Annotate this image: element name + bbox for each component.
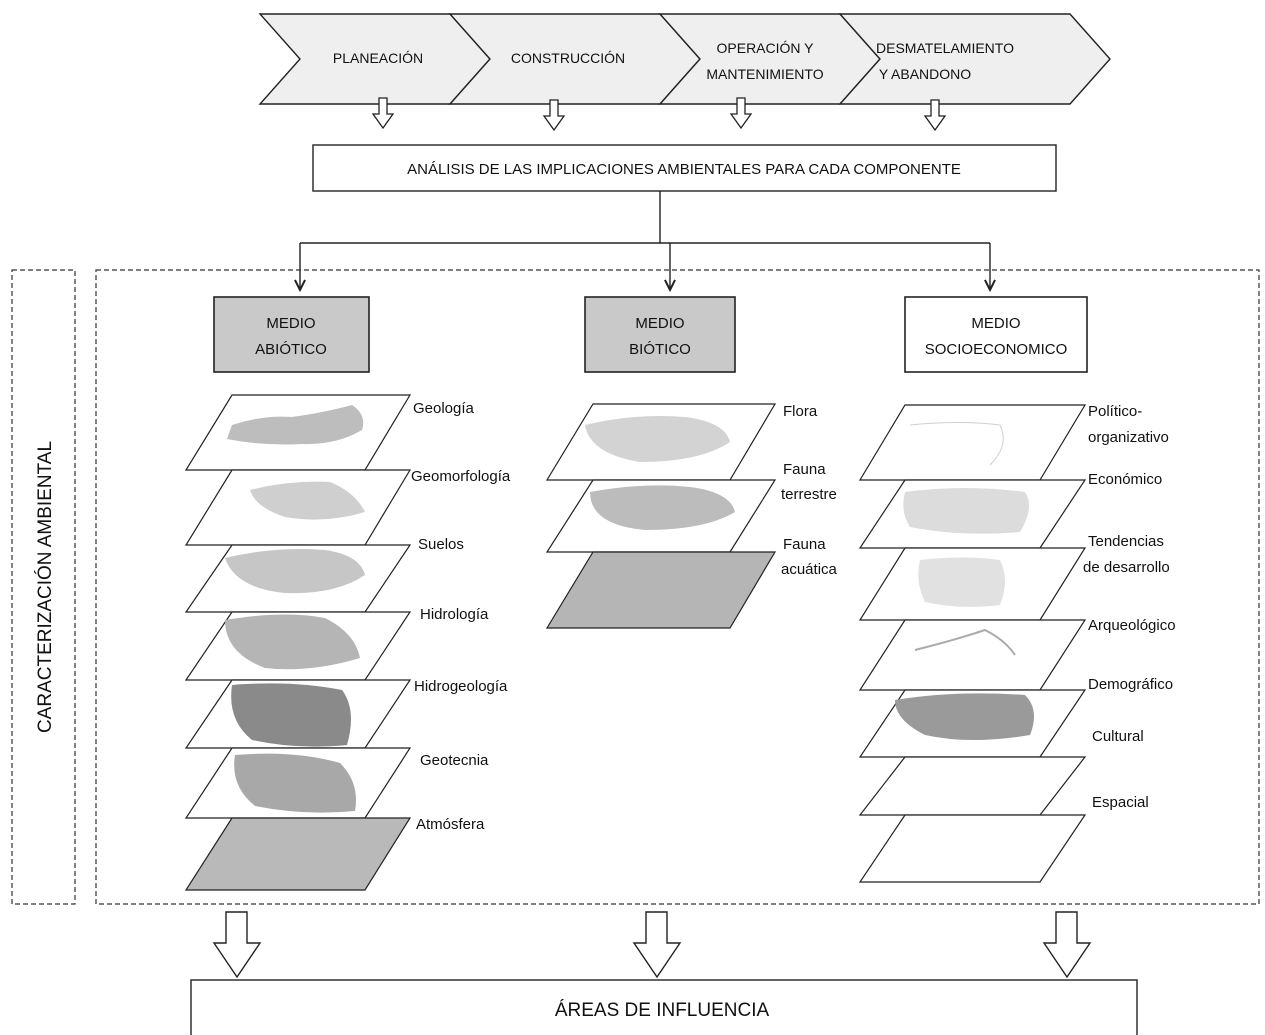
abiotic-label-geotecnia: Geotecnia [420,752,489,769]
phase-down-arrows [371,97,947,132]
layer-economico [858,479,1087,549]
socio-layer-labels: Político- organizativo Económico Tendenc… [1083,403,1176,811]
layer-geologia [184,394,412,471]
biotic-label-flora: Flora [783,403,818,420]
side-label: CARACTERIZACIÓN AMBIENTAL [34,441,56,733]
medio-socio-line2: SOCIOECONOMICO [925,341,1068,358]
medio-biotico-line2: BIÓTICO [629,341,691,358]
characterization-frame [95,269,1260,905]
socio-label-tendencias2: de desarrollo [1083,559,1170,576]
abiotic-label-hidrogeologia: Hidrogeología [414,678,508,695]
layer-espacial [858,814,1087,883]
layer-arqueologico [858,619,1087,691]
down-arrow-icon [371,97,395,130]
phase-label-4b: Y ABANDONO [879,66,971,82]
biotic-layer-labels: Flora Fauna terrestre Fauna acuática [781,403,838,578]
layer-tendencias [858,547,1087,621]
side-label-frame [11,269,76,905]
layer-atmosfera [184,817,412,891]
socio-label-arqueologico: Arqueológico [1088,617,1176,634]
abiotic-layer-labels: Geología Geomorfología Suelos Hidrología… [411,400,511,833]
socio-label-demografico: Demográfico [1088,676,1173,693]
socio-label-tendencias1: Tendencias [1088,533,1164,550]
down-arrow-icon [212,911,262,979]
connectors [300,191,990,290]
abiotic-label-geologia: Geología [413,400,475,417]
down-arrow-icon [1042,911,1092,979]
socio-label-espacial: Espacial [1092,794,1149,811]
layer-fauna-acuatica [545,551,777,629]
layer-demografico [858,689,1087,758]
socio-layer-stack [858,404,1087,883]
biotic-label-fauna2b: acuática [781,561,838,578]
socio-label-politico2: organizativo [1088,429,1169,446]
biotic-label-fauna1: Fauna [783,461,826,478]
layer-politico [858,404,1087,481]
analysis-title: ANÁLISIS DE LAS IMPLICACIONES AMBIENTALE… [407,161,961,178]
phase-label-2: CONSTRUCCIÓN [511,50,625,66]
biotic-label-fauna2: Fauna [783,536,826,553]
layer-geotecnia [184,747,412,819]
abiotic-label-geomorfologia: Geomorfología [411,468,511,485]
analysis-box [312,144,1057,192]
socio-label-politico1: Político- [1088,403,1142,420]
down-arrow-icon [632,911,682,979]
medio-abiotico-box [213,296,370,373]
phase-label-1: PLANEACIÓN [333,50,423,66]
medio-biotico-box [584,296,736,373]
abiotic-label-atmosfera: Atmósfera [416,816,485,833]
layer-geomorfologia [184,469,412,546]
medio-abiotico-line1: MEDIO [266,315,315,332]
socio-label-cultural: Cultural [1092,728,1144,745]
abiotic-label-suelos: Suelos [418,536,464,553]
phase-label-3a: OPERACIÓN Y [717,40,815,56]
areas-title: ÁREAS DE INFLUENCIA [555,1000,770,1021]
layer-cultural [858,756,1087,816]
layer-hidrogeologia [184,679,412,749]
socio-label-economico: Económico [1088,471,1162,488]
medio-socioeconomico-box [904,296,1088,373]
layer-fauna-terrestre [545,479,777,553]
abiotic-layer-stack [184,394,412,891]
medio-abiotico-line2: ABIÓTICO [255,341,327,358]
areas-box [190,979,1138,1035]
down-arrow-icon [542,99,566,132]
medio-biotico-line1: MEDIO [635,315,684,332]
layer-suelos [184,544,412,613]
down-arrow-icon [729,97,753,130]
layer-hidrologia [184,611,412,681]
medio-socio-line1: MEDIO [971,315,1020,332]
phase-chevron-desmatelamiento [838,13,1111,105]
phase-label-4a: DESMATELAMIENTO [876,40,1014,56]
phase-label-3b: MANTENIMIENTO [706,66,823,82]
layer-flora [545,403,777,481]
biotic-label-fauna1b: terrestre [781,486,837,503]
down-arrow-icon [923,99,947,132]
biotic-layer-stack [545,403,777,629]
abiotic-label-hidrologia: Hidrología [420,606,489,623]
phase-chevrons: PLANEACIÓN CONSTRUCCIÓN OPERACIÓN Y MANT… [258,13,1111,105]
bottom-down-arrows [212,911,1092,979]
